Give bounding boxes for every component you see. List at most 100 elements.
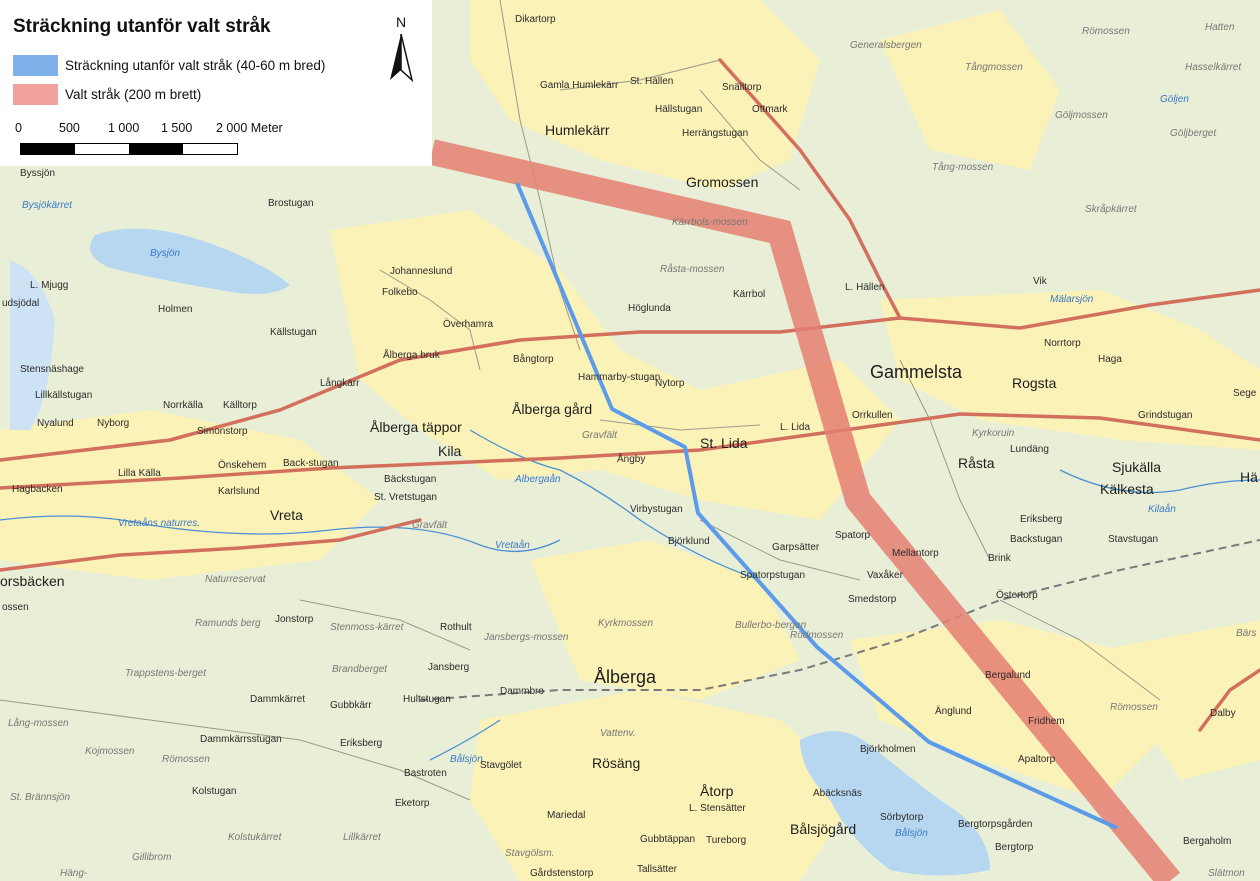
place-label: Bålsjön [450, 753, 483, 765]
place-label: Rödmossen [790, 630, 844, 641]
place-label: Åtorp [700, 783, 734, 799]
place-label: Gårdstenstorp [530, 867, 594, 879]
place-label: Häng- [60, 868, 88, 879]
place-label: Bärs [1236, 628, 1257, 639]
place-label: Gravfält [582, 430, 618, 441]
place-label: Bergtorpsgården [958, 818, 1033, 830]
place-label: Tureborg [706, 835, 746, 846]
road-east [1198, 668, 1260, 732]
place-label: Vik [1033, 276, 1048, 287]
place-label: Byssjön [20, 168, 55, 179]
place-label: L. Mjugg [30, 280, 68, 291]
place-label: Stavgölsm. [505, 848, 554, 859]
place-label: Lillkärret [343, 832, 382, 843]
place-label: Kyrkoruin [972, 428, 1015, 439]
corridor-swatch [13, 83, 58, 105]
place-label: Naturreservat [205, 574, 267, 585]
place-label: Karlslund [218, 486, 260, 497]
place-label: Överhamra [443, 318, 493, 330]
north-arrow: N [386, 14, 416, 84]
place-label: Snälltorp [722, 82, 762, 93]
place-label: St. Hällen [630, 76, 673, 87]
place-label: Tångmossen [965, 61, 1023, 73]
place-label: Bångtorp [513, 353, 554, 365]
place-label: L. Stensätter [689, 803, 746, 814]
major-roads [0, 58, 1260, 732]
place-label: Dalby [1210, 708, 1236, 719]
place-label: Apaltorp [1018, 754, 1056, 765]
place-label: Sjukälla [1112, 459, 1161, 475]
place-label: Bålsjögård [790, 821, 856, 837]
place-label: Vaxåker [867, 569, 904, 581]
place-label: udsjödal [2, 298, 39, 309]
route-swatch [13, 54, 58, 76]
place-label: Nyalund [37, 418, 74, 429]
place-label: Orrkullen [852, 410, 893, 421]
place-label: Backstugan [1010, 534, 1062, 545]
place-label: Fridhem [1028, 716, 1065, 727]
place-label: Långkärr [320, 377, 360, 389]
place-label: Hultstugan [403, 694, 451, 705]
place-label: Höglunda [628, 303, 671, 314]
place-label: Bysjökärret [22, 200, 73, 211]
water-bodies [10, 228, 990, 876]
place-label: Rothult [440, 622, 472, 633]
place-label: Trappstens-berget [125, 668, 207, 679]
place-label: Vattenv. [600, 728, 636, 739]
place-label: Stensnäshage [20, 364, 84, 375]
place-label: Gubbkärr [330, 700, 372, 711]
place-label: Hä [1240, 469, 1258, 485]
place-label: Göljmossen [1055, 110, 1108, 121]
place-label: St. Lida [700, 435, 748, 451]
place-label: Gubbtäppan [640, 834, 695, 845]
place-label: Rogsta [1012, 375, 1057, 391]
place-label: Hagbacken [12, 484, 63, 495]
place-label: Grindstugan [1138, 410, 1192, 421]
place-label: Stavgölet [480, 760, 522, 771]
scale-label: 0 [15, 121, 22, 135]
place-label: Göljen [1160, 94, 1189, 105]
place-label: Römossen [1082, 26, 1130, 37]
scale-label: 500 [59, 121, 80, 135]
place-label: Gromossen [686, 174, 758, 190]
place-label: Jansbergs-mossen [483, 632, 569, 643]
place-label: Eriksberg [1020, 514, 1062, 525]
road-north [718, 58, 902, 320]
place-label: Abäcksnäs [813, 788, 862, 799]
place-label: Bergtorp [995, 842, 1034, 853]
place-label: Kyrkmossen [598, 618, 653, 629]
place-label: Eriksberg [340, 738, 382, 749]
place-label: Ottmark [752, 104, 789, 115]
place-label: Stavstugan [1108, 534, 1158, 545]
place-label: Smedstorp [848, 594, 897, 605]
place-label: ossen [2, 602, 29, 613]
place-label: Lilla Källa [118, 468, 161, 479]
place-label: Jansberg [428, 662, 469, 673]
place-label: Dammkärrsstugan [200, 734, 282, 745]
place-label: Dammkärret [250, 694, 305, 705]
place-label: Johanneslund [390, 266, 452, 277]
place-label: St. Brännsjön [10, 792, 70, 803]
place-label: Hasselkärret [1185, 62, 1242, 73]
place-label: Bastroten [404, 768, 447, 779]
place-label: Rösäng [592, 755, 640, 771]
place-label: Back-stugan [283, 458, 339, 469]
place-label: Stenmoss-kärret [330, 622, 405, 633]
place-label: Dammbro [500, 686, 544, 697]
place-label: Slätmon [1208, 868, 1245, 879]
place-label: Hällstugan [655, 104, 702, 115]
place-label: L. Lida [780, 422, 810, 433]
north-label: N [395, 14, 407, 30]
place-label: Gravfält [412, 520, 448, 531]
place-label: Björklund [668, 536, 710, 547]
place-label: Källstugan [270, 327, 317, 338]
place-label: Råsta-mossen [660, 263, 725, 275]
place-label: Änglund [935, 705, 972, 717]
place-label: Vretaåns naturres. [118, 517, 200, 529]
place-label: L. Hällen [845, 282, 884, 293]
place-label: Virbystugan [630, 504, 683, 515]
place-label: Jonstorp [275, 614, 314, 625]
place-label: Bäckstugan [384, 474, 436, 485]
